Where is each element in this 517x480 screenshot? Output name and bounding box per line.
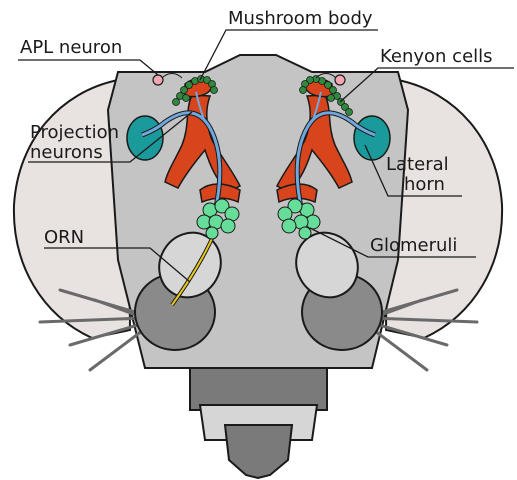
kenyon-cell: [346, 109, 353, 116]
label-lateral-horn-line1: Lateral: [386, 154, 449, 175]
kenyon-cell: [300, 87, 307, 94]
label-glomeruli: Glomeruli: [370, 235, 457, 256]
label-apl-neuron: APL neuron: [20, 37, 122, 58]
label-orn: ORN: [44, 227, 84, 248]
left-apl-neuron: [153, 75, 163, 85]
label-kenyon-cells: Kenyon cells: [380, 46, 493, 67]
left-lateral-horn: [127, 116, 163, 160]
label-projection-neurons-line2: neurons: [30, 142, 103, 163]
mouthparts: [190, 368, 327, 478]
kenyon-cell: [173, 99, 180, 106]
label-mushroom-body: Mushroom body: [228, 8, 373, 29]
right-lateral-horn: [354, 116, 390, 160]
right-apl-neuron: [335, 75, 345, 85]
glomerulus: [206, 227, 218, 239]
label-projection-neurons-line1: Projection: [30, 122, 119, 143]
kenyon-cell: [328, 95, 335, 102]
label-lateral-horn-line2: horn: [404, 174, 445, 195]
kenyon-cell: [183, 95, 190, 102]
glomerulus: [221, 219, 235, 233]
glomerulus: [282, 219, 296, 233]
labellum: [225, 425, 292, 478]
glomerulus: [299, 227, 311, 239]
proboscis-base: [190, 368, 327, 410]
kenyon-cell: [211, 87, 218, 94]
